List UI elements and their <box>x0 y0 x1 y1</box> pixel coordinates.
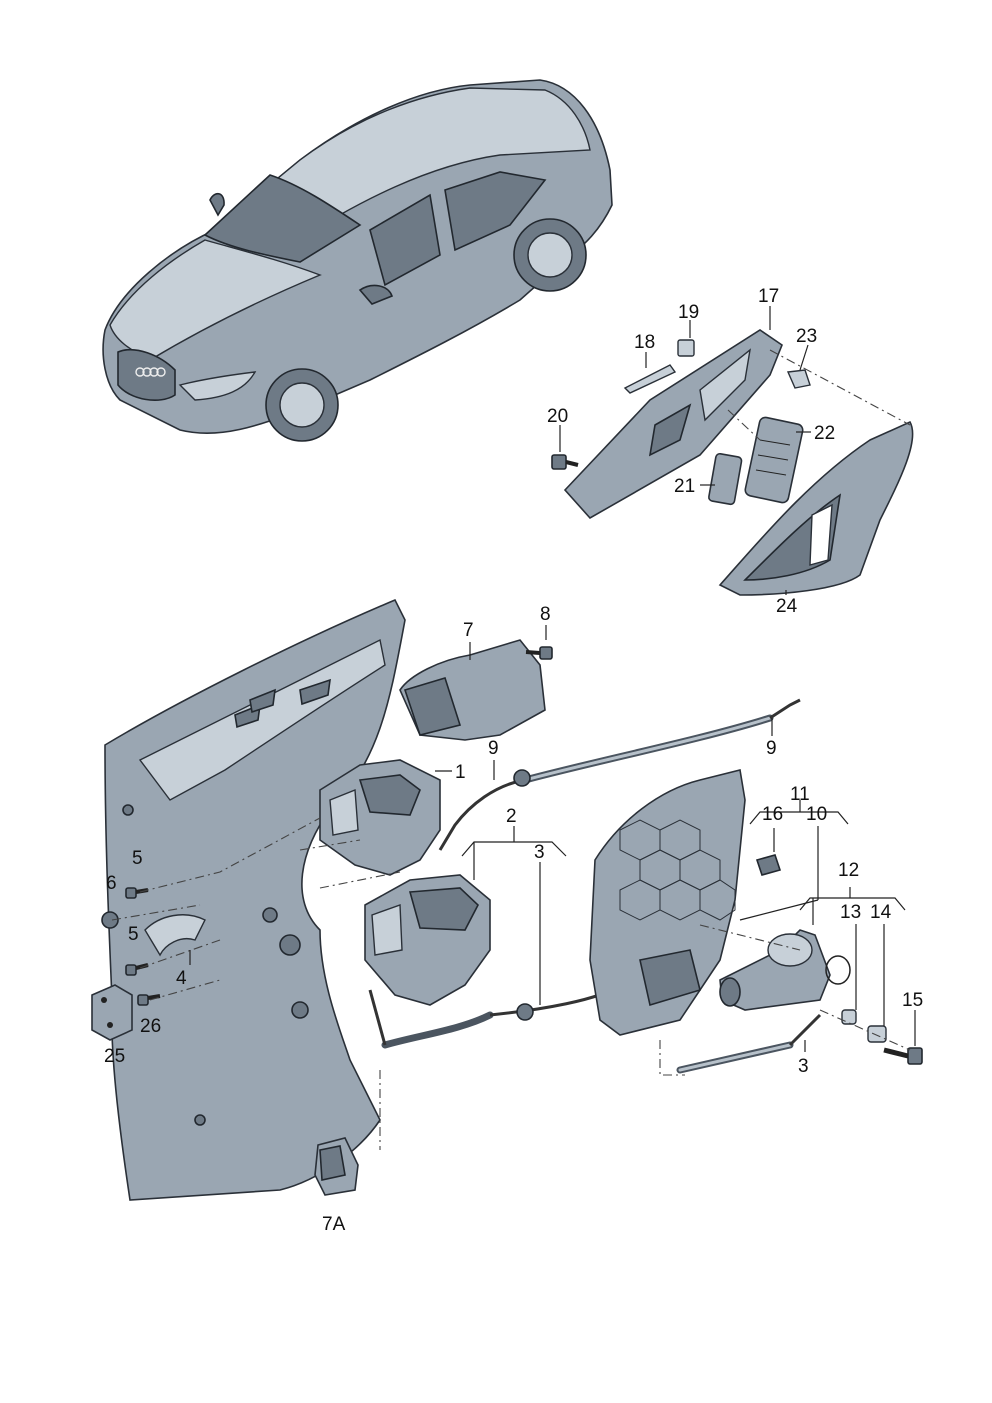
assembly-lines <box>111 817 911 1150</box>
callout-5a: 5 <box>132 848 143 869</box>
callout-7: 7 <box>463 620 474 641</box>
callout-8: 8 <box>540 604 551 625</box>
callout-19: 19 <box>678 302 699 323</box>
callout-23: 23 <box>796 326 817 347</box>
switch-7A <box>314 1137 359 1196</box>
callout-24: 24 <box>776 596 798 617</box>
callout-labels: 1 2 3 3 4 5 5 6 7 7A 8 9 9 10 11 12 13 1… <box>104 286 923 1235</box>
window-motor <box>719 929 851 1011</box>
callout-20: 20 <box>547 406 568 427</box>
grommet-13 <box>841 1009 857 1025</box>
callout-26: 26 <box>140 1016 161 1037</box>
bush-14 <box>867 1025 887 1043</box>
callout-15: 15 <box>902 990 923 1011</box>
callout-6: 6 <box>106 873 117 894</box>
pad-16 <box>755 854 782 876</box>
callout-4: 4 <box>176 968 187 989</box>
callout-3b: 3 <box>798 1056 809 1077</box>
cable-9 <box>438 698 801 851</box>
callout-25: 25 <box>104 1046 125 1067</box>
callout-9a: 9 <box>488 738 499 759</box>
callout-5b: 5 <box>128 924 139 945</box>
door-lock-upper <box>319 759 441 876</box>
callout-14: 14 <box>870 902 892 923</box>
screw-8 <box>525 646 553 660</box>
callout-10: 10 <box>806 804 827 825</box>
callout-3a: 3 <box>534 842 545 863</box>
callout-11: 11 <box>790 784 810 805</box>
callout-9b: 9 <box>766 738 777 759</box>
cable-3 <box>368 983 822 1074</box>
callout-13: 13 <box>840 902 861 923</box>
check-strap-4 <box>144 914 206 957</box>
cap-6 <box>101 911 119 929</box>
callout-12: 12 <box>838 860 859 881</box>
callout-16: 16 <box>762 804 783 825</box>
door-inner-panel <box>104 598 406 1201</box>
door-trim-group <box>551 329 914 596</box>
door-lock-lower <box>364 874 491 1006</box>
callout-7A: 7A <box>322 1214 346 1235</box>
screw-26 <box>137 994 161 1006</box>
handle-bracket <box>399 639 546 741</box>
callout-1: 1 <box>455 762 466 783</box>
callout-17: 17 <box>758 286 779 307</box>
bolt-15 <box>883 1047 923 1065</box>
leader-lines <box>189 306 916 1052</box>
callout-21: 21 <box>674 476 695 497</box>
callout-22: 22 <box>814 423 835 444</box>
callout-2: 2 <box>506 806 517 827</box>
car-illustration <box>102 79 613 442</box>
callout-18: 18 <box>634 332 655 353</box>
regulator-carrier <box>589 769 746 1036</box>
striker-25 <box>91 984 133 1041</box>
